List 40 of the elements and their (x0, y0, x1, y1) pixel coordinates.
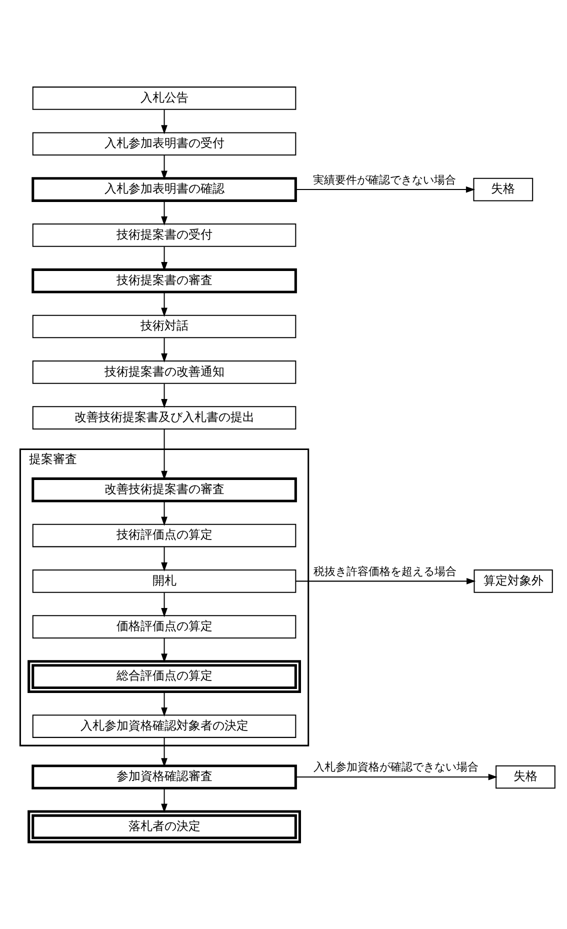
node-box: 失格 (496, 765, 556, 789)
node-box: 改善技術提案書及び入札書の提出 (32, 406, 296, 430)
node-box: 算定対象外 (474, 570, 553, 593)
node-box: 技術提案書の改善通知 (32, 360, 296, 384)
arrow (296, 578, 476, 584)
arrow (161, 155, 168, 180)
node-box: 落札者の決定 (28, 810, 301, 844)
arrow (161, 429, 168, 480)
node-box: 技術提案書の審査 (32, 268, 297, 294)
arrow (161, 788, 168, 813)
node-box: 技術評価点の算定 (32, 524, 296, 548)
node-box: 改善技術提案書の審査 (32, 477, 297, 502)
node-box: 入札参加資格確認対象者の決定 (32, 714, 296, 738)
arrow (161, 246, 168, 272)
node-box: 失格 (473, 178, 534, 202)
arrow (161, 592, 168, 618)
edge-label: 入札参加資格が確認できない場合 (313, 760, 478, 774)
node-box: 入札参加表明書の受付 (32, 132, 296, 156)
edge-label: 税抜き許容価格を超える場合 (313, 564, 456, 578)
arrow (161, 384, 168, 408)
node-box: 技術提案書の受付 (32, 224, 296, 247)
node-box: 総合評価点の算定 (28, 660, 301, 694)
arrow (161, 547, 168, 572)
node-box: 参加資格確認審査 (32, 764, 297, 790)
node-box: 価格評価点の算定 (32, 615, 296, 638)
arrow (161, 738, 168, 768)
arrow (161, 201, 168, 226)
node-box: 技術対話 (32, 314, 296, 338)
arrow (296, 774, 498, 780)
arrow (161, 501, 168, 526)
arrow (161, 638, 168, 663)
arrow (161, 338, 168, 363)
node-box: 開札 (32, 570, 296, 593)
node-box: 入札公告 (32, 86, 296, 110)
node-box: 入札参加表明書の確認 (32, 177, 297, 202)
arrow (161, 692, 168, 717)
arrow (161, 292, 168, 317)
arrow (296, 186, 476, 193)
edge-label: 実績要件が確認できない場合 (313, 173, 456, 186)
arrow (161, 110, 168, 134)
